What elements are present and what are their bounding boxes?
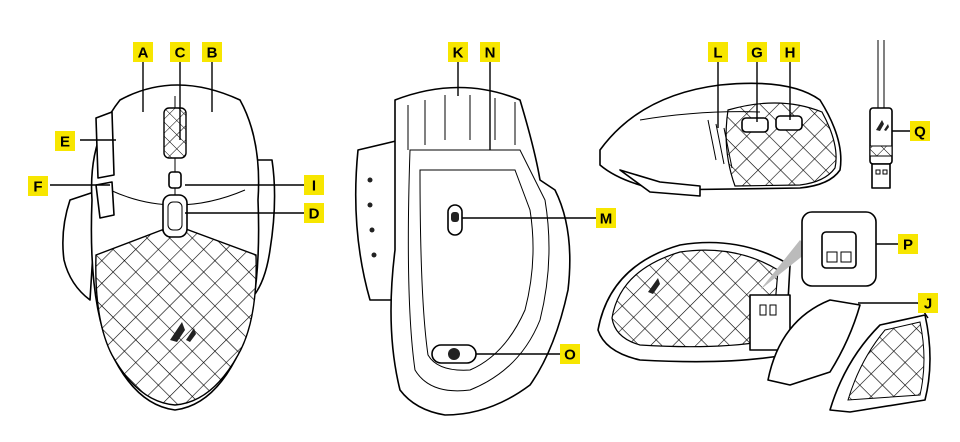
label-h-text: H	[785, 45, 796, 62]
label-l: L	[708, 42, 728, 62]
cable-connector	[869, 40, 893, 189]
label-o: O	[560, 344, 580, 364]
label-j-text: J	[924, 296, 932, 313]
top-view	[62, 84, 276, 411]
label-f: F	[28, 176, 48, 196]
label-q-text: Q	[914, 124, 926, 141]
label-b-text: B	[207, 45, 218, 62]
label-l-text: L	[713, 45, 722, 62]
label-q: Q	[910, 121, 930, 141]
label-f-text: F	[33, 179, 42, 196]
label-k-text: K	[453, 45, 464, 62]
label-g-text: G	[751, 45, 763, 62]
label-d-text: D	[309, 206, 320, 223]
label-c: C	[170, 42, 190, 62]
label-g: G	[747, 42, 767, 62]
label-b: B	[202, 42, 222, 62]
label-o-text: O	[564, 347, 576, 364]
label-h: H	[780, 42, 800, 62]
label-n: N	[480, 42, 500, 62]
label-n-text: N	[485, 45, 496, 62]
label-a: A	[133, 42, 153, 62]
side-view	[599, 82, 842, 197]
usb-dongle	[760, 211, 877, 290]
label-m: M	[596, 208, 616, 228]
label-i-text: I	[312, 178, 316, 195]
label-p: P	[898, 234, 918, 254]
label-j: J	[918, 293, 938, 313]
grip-assembly-view	[597, 241, 931, 413]
label-c-text: C	[175, 45, 186, 62]
label-a-text: A	[138, 45, 149, 62]
label-i: I	[304, 175, 324, 195]
label-k: K	[448, 42, 468, 62]
label-m-text: M	[600, 211, 613, 228]
label-e: E	[55, 131, 75, 151]
label-e-text: E	[60, 134, 70, 151]
bottom-view	[354, 86, 571, 416]
label-p-text: P	[903, 237, 913, 254]
label-d: D	[304, 203, 324, 223]
